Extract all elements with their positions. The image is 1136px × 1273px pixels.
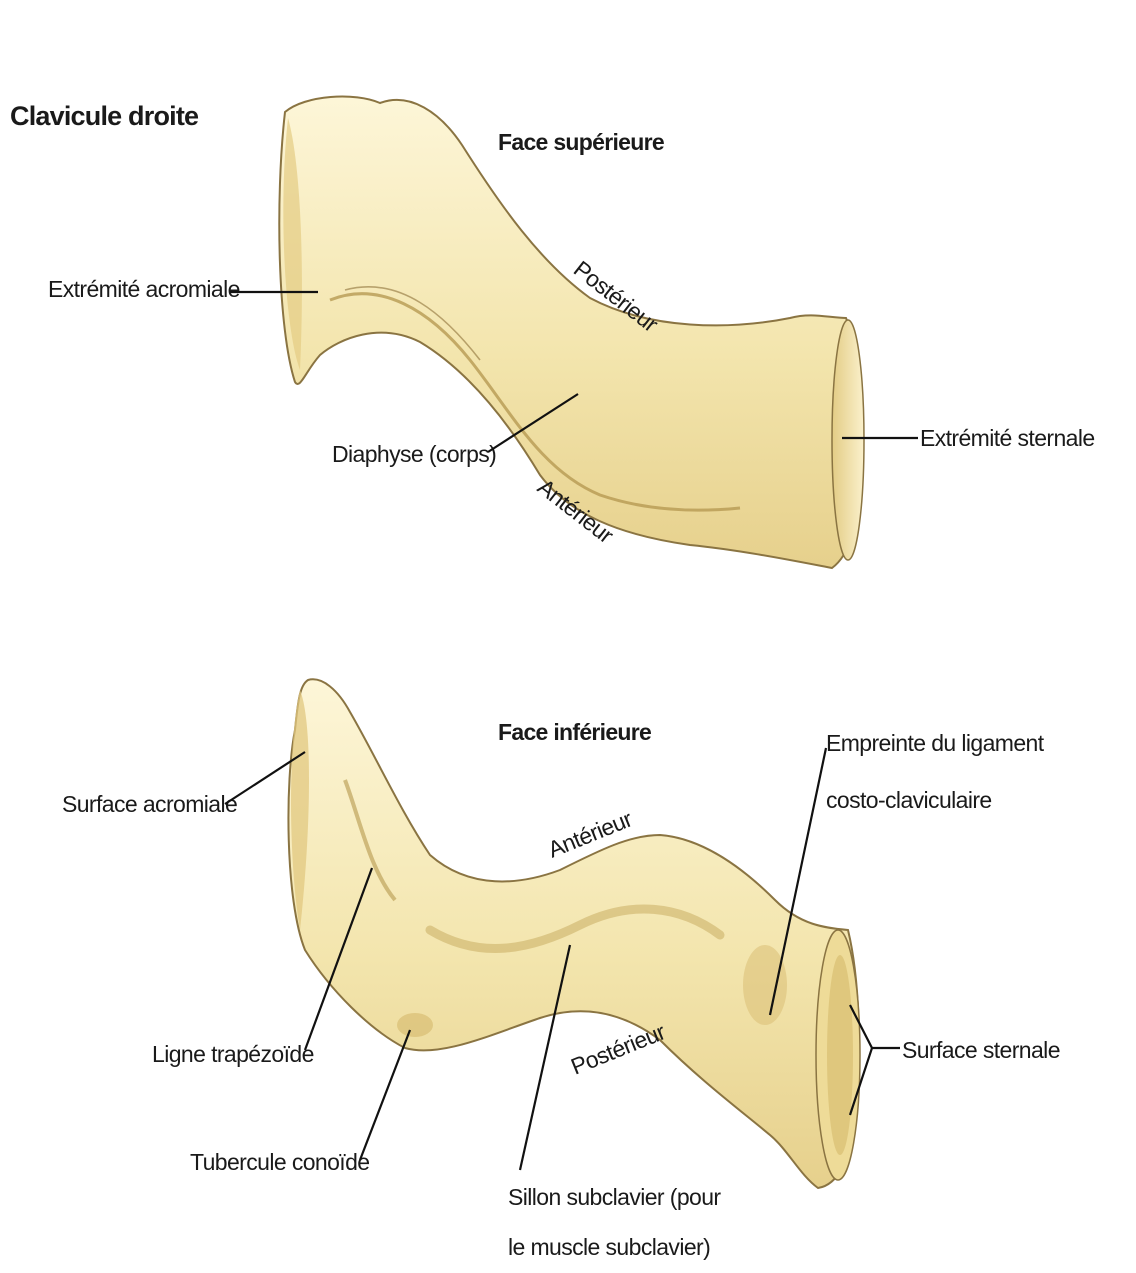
label-sternal-end: Extrémité sternale [920, 425, 1095, 451]
inferior-view [288, 679, 860, 1188]
label-subclavian-groove-line1: Sillon subclavier (pour [508, 1184, 721, 1210]
label-costoclavicular-line2: costo-claviculaire [826, 787, 992, 813]
superior-view-heading: Face supérieure [498, 129, 664, 155]
label-sternal-surface: Surface sternale [902, 1037, 1060, 1063]
figure-title: Clavicule droite [10, 101, 199, 131]
label-shaft: Diaphyse (corps) [332, 441, 496, 467]
label-acromial-surface: Surface acromiale [62, 791, 237, 817]
sternal-end-face [832, 320, 864, 560]
label-trapezoid-line: Ligne trapézoïde [152, 1041, 314, 1067]
label-posterior-inferior: Postérieur [567, 1018, 669, 1079]
label-conoid-tubercle: Tubercule conoïde [190, 1149, 369, 1175]
inferior-view-heading: Face inférieure [498, 719, 651, 745]
label-subclavian-groove-line2: le muscle subclavier) [508, 1234, 710, 1260]
sternal-surface-inner [827, 955, 853, 1155]
conoid-tubercle-mark [397, 1013, 433, 1037]
clavicle-inferior-bone [288, 679, 859, 1188]
costoclavicular-impression [743, 945, 787, 1025]
label-costoclavicular-line1: Empreinte du ligament [826, 730, 1045, 756]
leader-conoid-tubercle [360, 1030, 410, 1160]
label-acromial-end: Extrémité acromiale [48, 276, 240, 302]
